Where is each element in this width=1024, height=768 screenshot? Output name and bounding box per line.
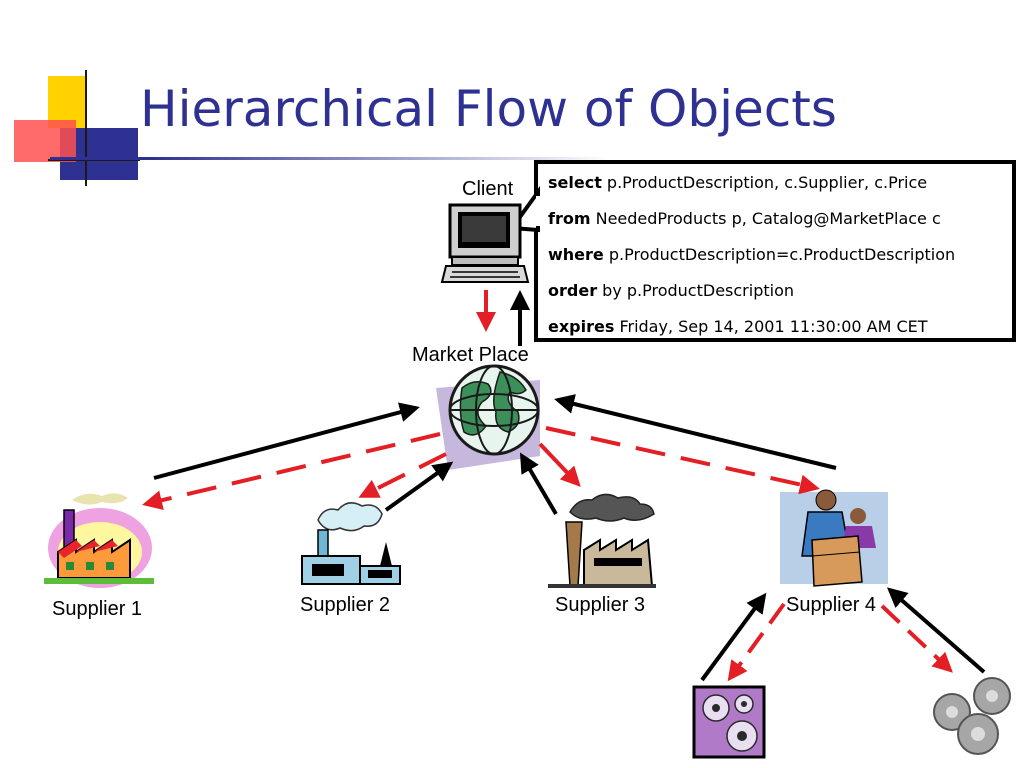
gears-icon bbox=[933, 677, 1011, 755]
supplier-4-label: Supplier 4 bbox=[786, 594, 877, 616]
supplier-1-label: Supplier 1 bbox=[52, 598, 143, 620]
query-line-expires: expires Friday, Sep 14, 2001 11:30:00 AM… bbox=[548, 317, 928, 336]
query-text: p.ProductDescription=c.ProductDescriptio… bbox=[603, 245, 956, 264]
query-box: select p.ProductDescription, c.Supplier,… bbox=[534, 160, 1016, 342]
query-keyword: expires bbox=[548, 317, 615, 336]
request-arrow-market-to-supplier-4 bbox=[545, 426, 820, 495]
supplier-2-label: Supplier 2 bbox=[300, 594, 391, 616]
request-arrow-market-to-supplier-1 bbox=[142, 432, 441, 511]
query-text: by p.ProductDescription bbox=[597, 281, 794, 300]
query-text: p.ProductDescription, c.Supplier, c.Pric… bbox=[601, 173, 928, 192]
request-arrow-market-to-supplier-2 bbox=[358, 452, 447, 498]
query-text: Friday, Sep 14, 2001 11:30:00 AM CET bbox=[614, 317, 928, 336]
query-keyword: from bbox=[548, 209, 591, 228]
response-arrow-gears-right-to-supplier-4 bbox=[886, 587, 986, 674]
query-line-where: where p.ProductDescription=c.ProductDesc… bbox=[548, 245, 955, 264]
title-underline bbox=[50, 157, 610, 160]
query-line-from: from NeededProducts p, Catalog@MarketPla… bbox=[548, 209, 941, 228]
request-arrows bbox=[142, 290, 953, 682]
query-keyword: select bbox=[548, 173, 602, 192]
supplier-3-label: Supplier 3 bbox=[555, 594, 646, 616]
response-arrow-supplier-1-to-market bbox=[153, 402, 420, 480]
request-arrow-supplier-4-to-gears-right bbox=[880, 604, 953, 673]
client-label: Client bbox=[462, 178, 514, 200]
page-title: Hierarchical Flow of Objects bbox=[140, 80, 837, 138]
factory-icon bbox=[301, 502, 401, 585]
factory-icon bbox=[548, 493, 656, 588]
query-keyword: where bbox=[548, 245, 604, 264]
response-arrows bbox=[153, 290, 986, 682]
globe-icon bbox=[436, 364, 540, 470]
query-keyword: order bbox=[548, 281, 598, 300]
request-arrow-supplier-4-to-gears-left bbox=[727, 602, 786, 682]
factory-icon bbox=[44, 493, 154, 588]
gears-icon bbox=[692, 685, 766, 759]
market-place-label: Market Place bbox=[412, 344, 529, 366]
query-line-order: order by p.ProductDescription bbox=[548, 281, 794, 300]
response-arrow-supplier-3-to-market bbox=[519, 452, 558, 516]
query-text: NeededProducts p, Catalog@MarketPlace c bbox=[590, 209, 941, 228]
worker-icon bbox=[780, 489, 888, 587]
response-arrow-gears-left-to-supplier-4 bbox=[700, 592, 767, 682]
response-arrow-supplier-4-to-market bbox=[554, 394, 837, 470]
response-arrow-supplier-2-to-market bbox=[384, 461, 454, 512]
request-arrow-market-to-supplier-3 bbox=[538, 442, 581, 487]
query-line-select: select p.ProductDescription, c.Supplier,… bbox=[548, 173, 927, 192]
computer-icon bbox=[440, 203, 530, 283]
